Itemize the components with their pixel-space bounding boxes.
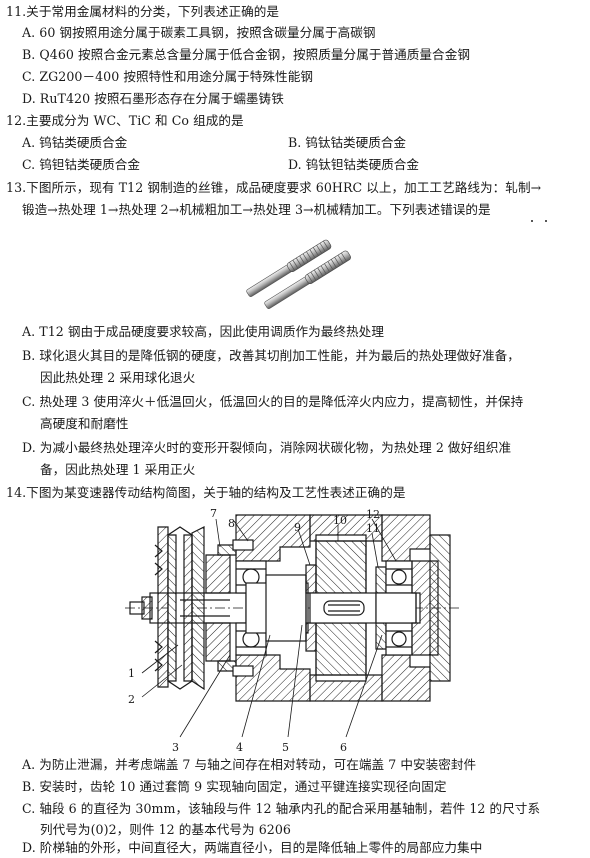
part-label-8: 8 bbox=[228, 517, 235, 530]
q14-option-d: D. 阶梯轴的外形，中间直径大，两端直径小，目的是降低轴上零件的局部应力集中 bbox=[22, 840, 483, 855]
q13-option-c-line1: C. 热处理 3 使用淬火＋低温回火，低温回火的目的是降低淬火内应力，提高韧性，… bbox=[22, 394, 524, 409]
q11-option-a: A. 60 钢按照用途分属于碳素工具钢，按照含碳量分属于高碳钢 bbox=[22, 25, 376, 40]
emphasis-dot bbox=[531, 220, 533, 222]
q11-option-b: B. Q460 按照合金元素总含量分属于低合金钢，按照质量分属于普通质量合金钢 bbox=[22, 47, 470, 62]
part-label-11: 11 bbox=[366, 522, 380, 535]
part-label-10: 10 bbox=[333, 514, 347, 527]
q13-option-c-line2: 高硬度和耐磨性 bbox=[40, 416, 129, 431]
gearbox-diagram: 1 2 3 4 5 6 7 8 9 10 11 12 bbox=[125, 507, 460, 754]
part-label-12: 12 bbox=[366, 508, 380, 521]
q12-stem: 12.主要成分为 WC、TiC 和 Co 组成的是 bbox=[6, 113, 244, 128]
part-label-5: 5 bbox=[282, 741, 289, 754]
q13-option-a: A. T12 钢由于成品硬度要求较高，因此使用调质作为最终热处理 bbox=[22, 324, 384, 339]
q14-option-a: A. 为防止泄漏，并考虑端盖 7 与轴之间存在相对转动，可在端盖 7 中安装密封… bbox=[22, 757, 477, 772]
q12-option-b: B. 钨钛钴类硬质合金 bbox=[288, 135, 407, 150]
q12-option-c: C. 钨钽钴类硬质合金 bbox=[22, 157, 140, 172]
part-label-6: 6 bbox=[340, 741, 347, 754]
emphasis-dot bbox=[545, 220, 547, 222]
q14-option-b: B. 安装时，齿轮 10 通过套筒 9 实现轴向固定，通过平键连接实现径向固定 bbox=[22, 779, 447, 794]
q14-option-c-line1: C. 轴段 6 的直径为 30mm，该轴段与件 12 轴承内孔的配合采用基轴制，… bbox=[22, 801, 541, 816]
q13-stem-line1: 13.下图所示，现有 T12 钢制造的丝锥，成品硬度要求 60HRC 以上，加工… bbox=[6, 180, 542, 195]
q13-option-b-line1: B. 球化退火其目的是降低钢的硬度，改善其切削加工性能，并为最后的热处理做好准备… bbox=[22, 348, 520, 363]
q14-option-c-line2: 列代号为(0)2，则件 12 的基本代号为 6206 bbox=[40, 822, 291, 837]
q13-option-d-line1: D. 为减小最终热处理淬火时的变形开裂倾向，消除网状碳化物，为热处理 2 做好组… bbox=[22, 440, 512, 455]
part-label-3: 3 bbox=[172, 741, 179, 754]
q13-option-b-line2: 因此热处理 2 采用球化退火 bbox=[40, 370, 196, 385]
q14-stem: 14.下图为某变速器传动结构简图，关于轴的结构及工艺性表述正确的是 bbox=[6, 485, 406, 500]
q11-option-d: D. RuT420 按照石墨形态存在分属于蠕墨铸铁 bbox=[22, 91, 284, 106]
q11-stem: 11.关于常用金属材料的分类，下列表述正确的是 bbox=[6, 4, 280, 19]
part-labels: 1 2 3 4 5 6 7 8 9 10 11 12 bbox=[128, 507, 380, 754]
q13-stem-line2: 锻造→热处理 1→热处理 2→机械粗加工→热处理 3→机械精加工。下列表述错误的… bbox=[22, 202, 491, 217]
part-label-2: 2 bbox=[128, 693, 135, 706]
q12-option-d: D. 钨钛钽钴类硬质合金 bbox=[288, 157, 419, 172]
part-label-4: 4 bbox=[236, 741, 243, 754]
q12-option-a: A. 钨钴类硬质合金 bbox=[22, 135, 128, 150]
part-label-7: 7 bbox=[210, 507, 217, 520]
q11-option-c: C. ZG200－400 按照特性和用途分属于特殊性能钢 bbox=[22, 69, 313, 84]
part-label-9: 9 bbox=[294, 521, 301, 534]
q13-option-d-line2: 备，因此热处理 1 采用正火 bbox=[40, 462, 196, 477]
part-label-1: 1 bbox=[128, 667, 135, 680]
tap-image bbox=[246, 239, 351, 309]
